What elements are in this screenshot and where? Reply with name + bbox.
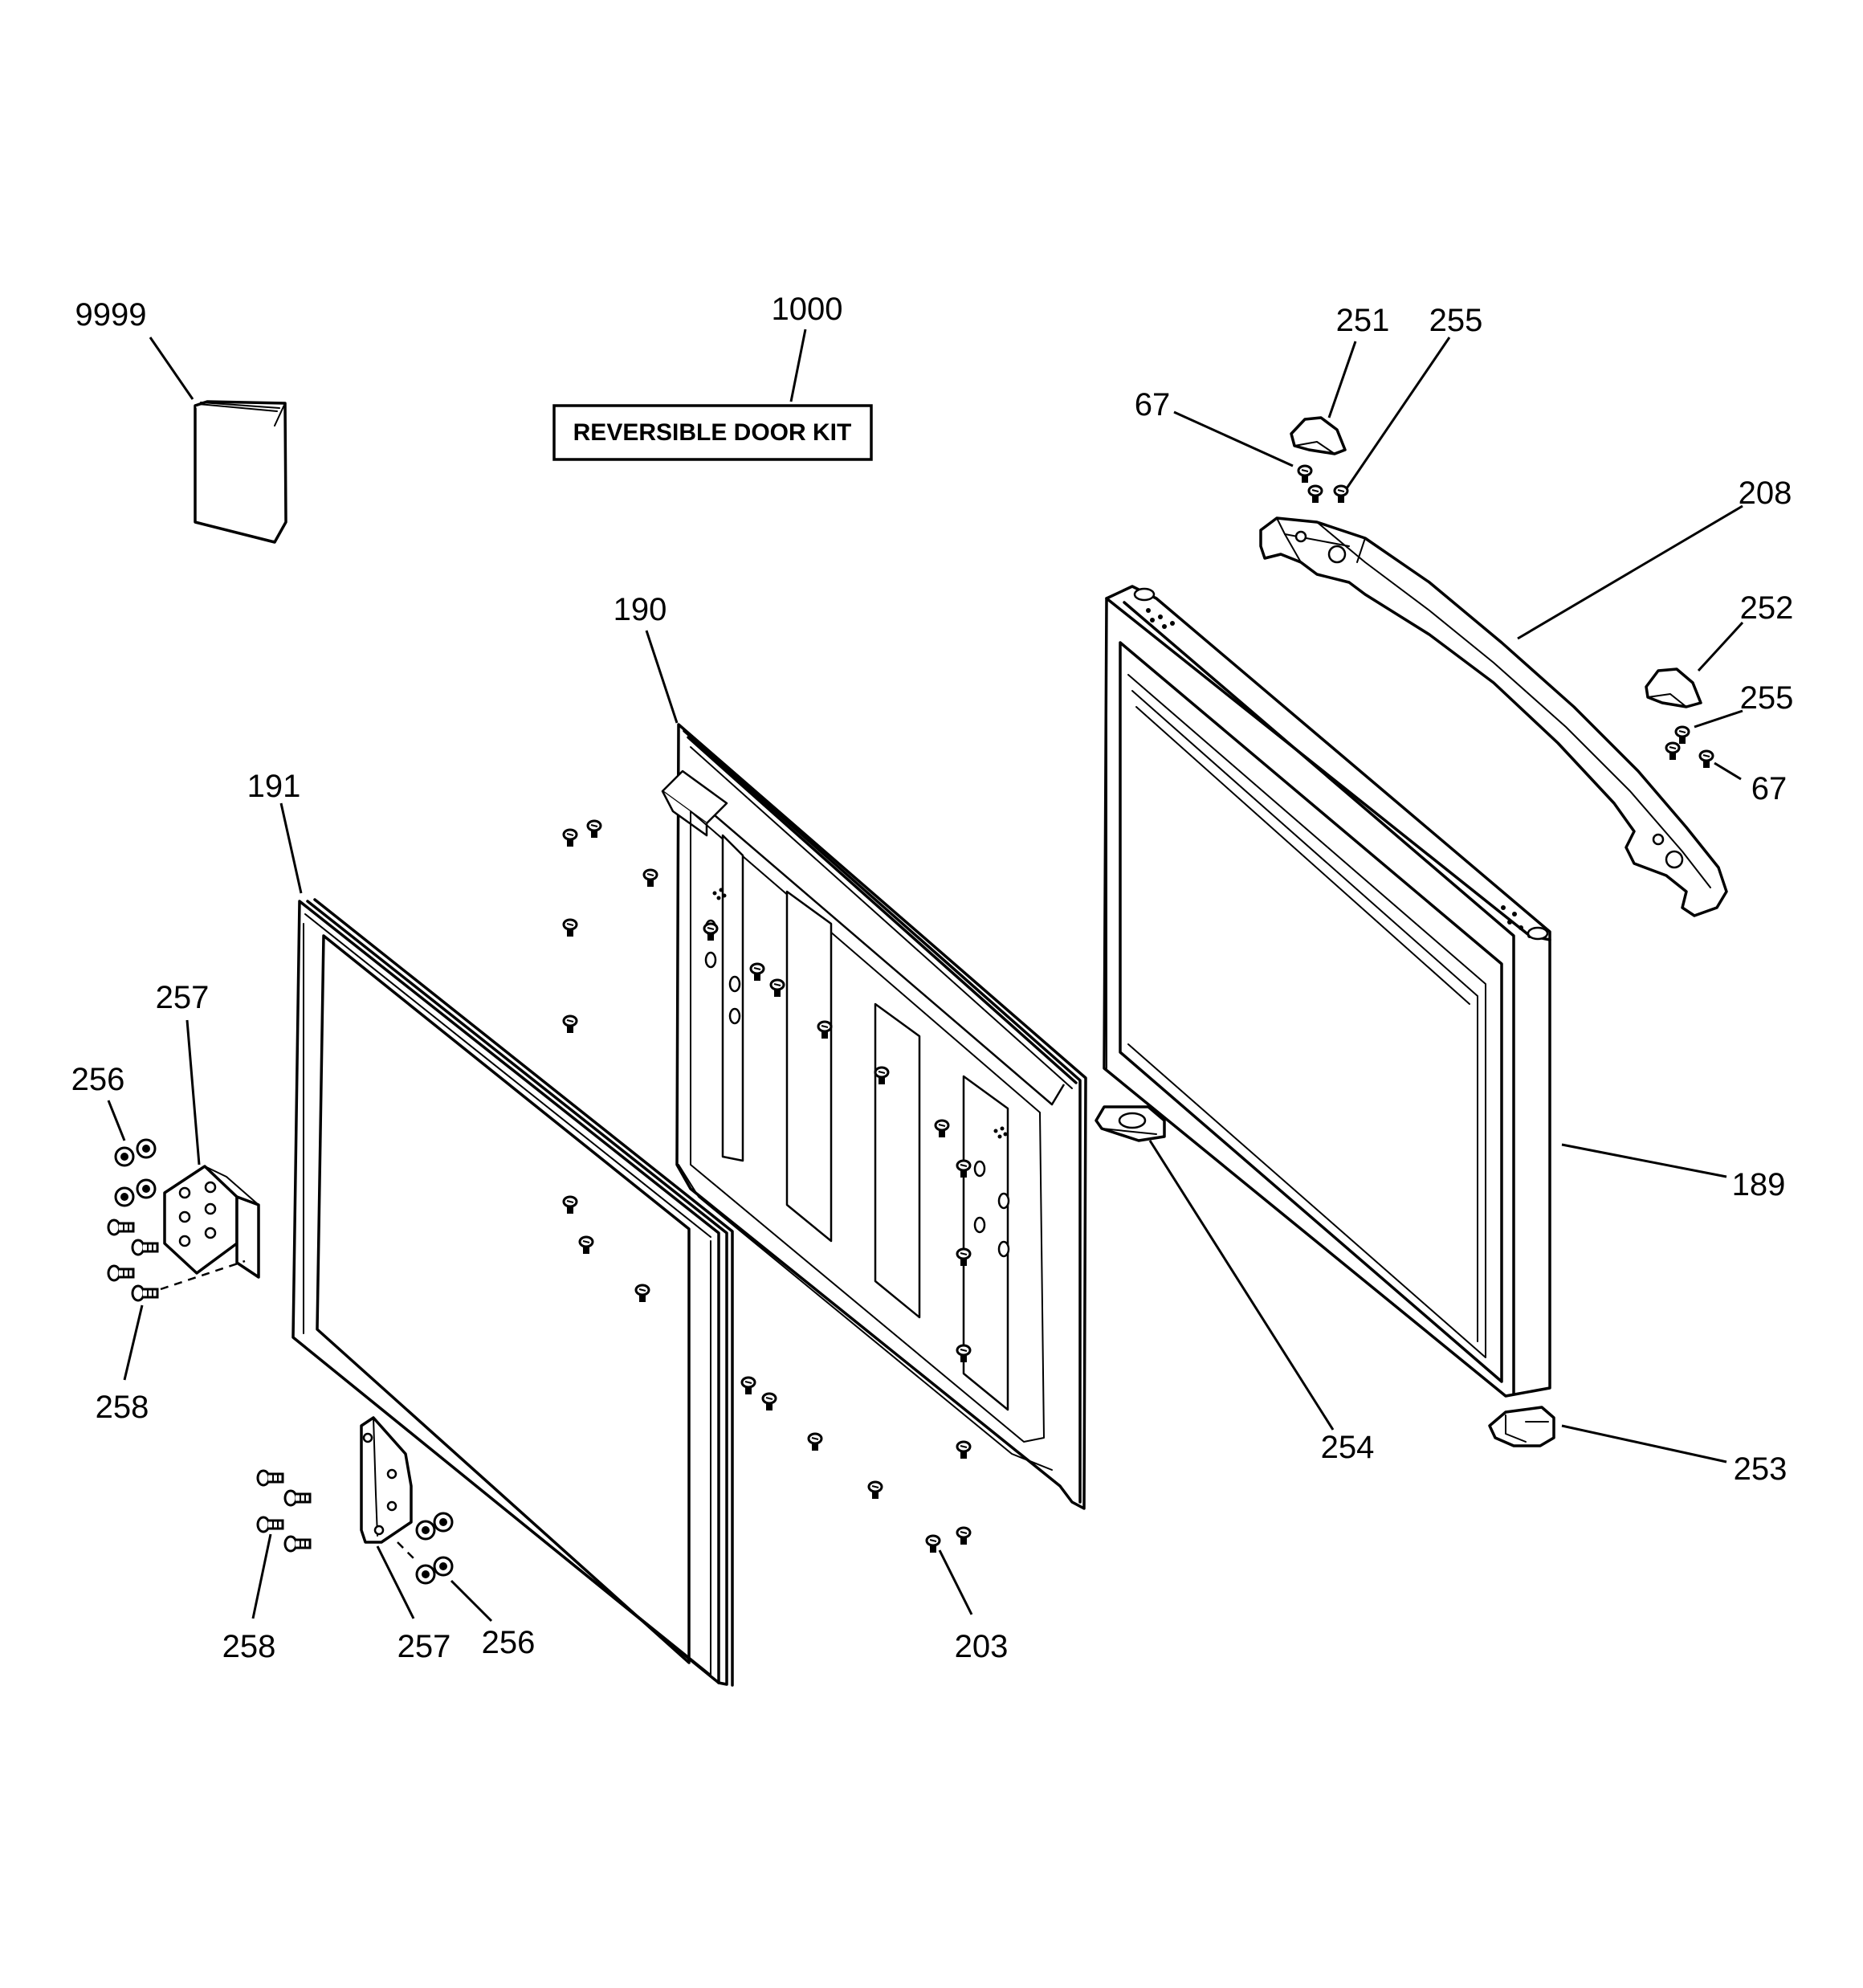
outer-door xyxy=(1103,585,1551,1398)
callout-9999: 9999 xyxy=(75,297,147,333)
reversible-door-kit-box: REVERSIBLE DOOR KIT xyxy=(552,404,873,461)
handle-end-cap-top xyxy=(1290,416,1347,455)
callout-208: 208 xyxy=(1739,476,1792,511)
callout-258-lower: 258 xyxy=(222,1629,276,1664)
hinge-hardware-lower xyxy=(256,1469,454,1585)
callout-67-lower: 67 xyxy=(1751,771,1788,806)
callout-255: 255 xyxy=(1429,303,1483,338)
callout-253: 253 xyxy=(1734,1451,1788,1487)
callout-189: 189 xyxy=(1732,1167,1786,1202)
callout-252: 252 xyxy=(1740,590,1794,626)
callout-256-lower: 256 xyxy=(482,1625,536,1660)
callout-255-lower: 255 xyxy=(1740,680,1794,716)
handle-end-cap-bottom xyxy=(1645,667,1702,708)
callout-254: 254 xyxy=(1321,1430,1375,1465)
kit-label: REVERSIBLE DOOR KIT xyxy=(573,419,852,446)
callout-1000: 1000 xyxy=(772,292,843,327)
callout-67: 67 xyxy=(1135,387,1171,423)
callout-251: 251 xyxy=(1336,303,1390,338)
leader-lines xyxy=(107,329,1744,1623)
owners-manual-booklet xyxy=(194,400,287,544)
callout-256: 256 xyxy=(71,1062,125,1097)
callout-257: 257 xyxy=(156,980,210,1015)
callout-190: 190 xyxy=(614,592,667,627)
callout-203: 203 xyxy=(955,1629,1009,1664)
callout-labels: 9999 1000 251 255 67 208 252 255 67 190 … xyxy=(71,292,1794,1664)
callout-257-lower: 257 xyxy=(397,1629,451,1664)
handle-screws xyxy=(1297,464,1714,769)
callout-258: 258 xyxy=(96,1390,149,1425)
hinge-bracket-lower xyxy=(360,1416,413,1544)
hinge-bracket-upper xyxy=(163,1165,260,1279)
hinge-hardware-upper xyxy=(107,1138,246,1302)
inner-door-panel xyxy=(661,723,1087,1510)
door-handle xyxy=(1259,516,1728,917)
hinge-cover-254 xyxy=(1095,1105,1166,1142)
door-gasket xyxy=(291,898,734,1687)
hinge-cover-253 xyxy=(1488,1406,1555,1447)
callout-191: 191 xyxy=(247,769,301,804)
